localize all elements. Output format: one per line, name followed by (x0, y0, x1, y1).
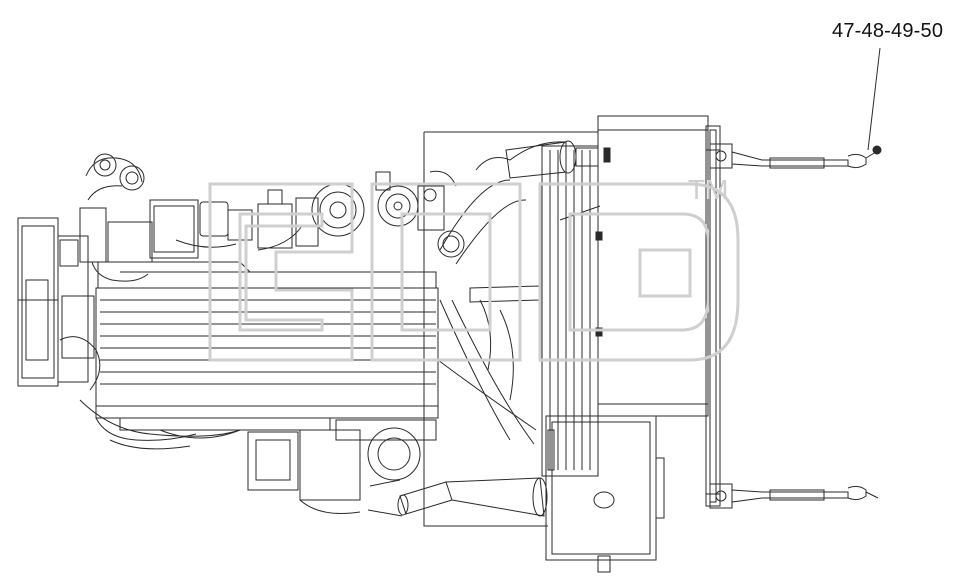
upper-mount-rod (709, 143, 882, 169)
frame-outline (423, 131, 598, 527)
callout-leader (867, 47, 881, 151)
fuel-filter (375, 170, 457, 231)
lower-air-pipe (367, 477, 548, 517)
trademark-mark: TM (688, 174, 729, 205)
lower-mount-rod (709, 483, 879, 509)
part-callout-label: 47-48-49-50 (832, 20, 944, 42)
wiring-harness (59, 225, 514, 450)
starter-motor (299, 419, 437, 514)
oil-filter (257, 183, 365, 249)
flywheel-housing (17, 217, 95, 387)
engine-block (95, 287, 439, 419)
oil-pan (95, 417, 331, 491)
turbocharger (79, 153, 153, 282)
expansion-tank (545, 415, 665, 573)
watermark-logo (208, 182, 740, 362)
